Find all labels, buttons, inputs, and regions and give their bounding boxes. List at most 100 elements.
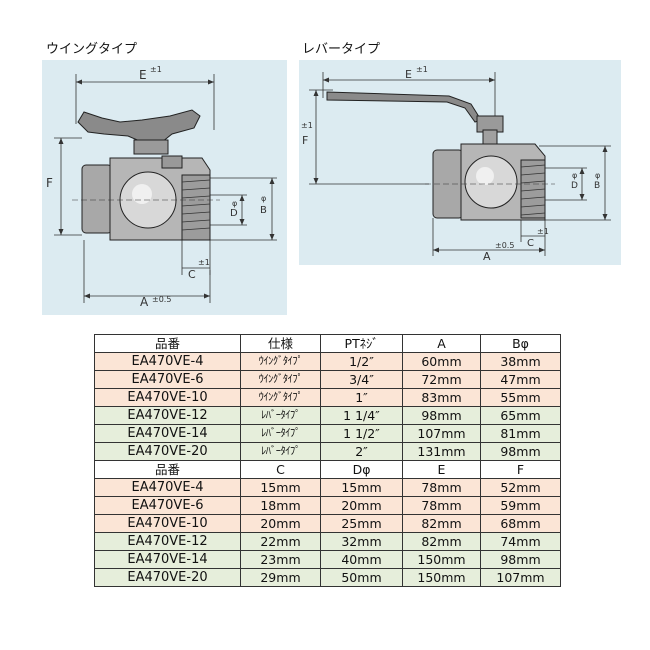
model-number-cell: EA470VE-6 <box>94 496 241 515</box>
lever-dim-c-label: C <box>527 238 534 249</box>
wing-dim-b-label: B <box>260 205 267 216</box>
table1-cell: ﾚﾊﾞｰﾀｲﾌﾟ <box>240 424 321 443</box>
lever-dim-d-phi: φ <box>572 171 577 180</box>
table1-cell: 81mm <box>480 424 561 443</box>
table2-cell: 107mm <box>480 568 561 587</box>
table1-cell: 107mm <box>402 424 481 443</box>
model-number-cell: EA470VE-20 <box>94 568 241 587</box>
lever-dim-a-label: A <box>483 250 491 263</box>
lever-dim-b-phi: φ <box>595 171 600 180</box>
table2-cell: 32mm <box>320 532 403 551</box>
wing-dim-a-label: A <box>140 295 149 309</box>
table1-cell: 1 1/4″ <box>320 406 403 425</box>
table1-cell: 131mm <box>402 442 481 461</box>
model-number-cell: EA470VE-14 <box>94 550 241 569</box>
wing-dim-c-label: C <box>188 268 196 281</box>
table2-cell: 15mm <box>240 478 321 497</box>
lever-type-caption: レバータイプ <box>302 42 381 57</box>
table2-cell: 20mm <box>240 514 321 533</box>
model-number-cell: EA470VE-10 <box>94 514 241 533</box>
lever-dim-e-tolerance: ±1 <box>416 65 428 74</box>
wing-type-drawing: E ±1 F A ±0.5 C ±1 D φ B φ <box>46 65 277 309</box>
model-number-cell: EA470VE-4 <box>94 352 241 371</box>
wing-dim-c-tolerance: ±1 <box>198 258 210 267</box>
table1-cell: ｳｲﾝｸﾞﾀｲﾌﾟ <box>240 370 321 389</box>
lever-dim-d-label: D <box>571 181 578 191</box>
table1-cell: 65mm <box>480 406 561 425</box>
table2-header-cell: F <box>480 460 561 479</box>
wing-dim-a-tolerance: ±0.5 <box>152 295 171 304</box>
table1-header-cell: A <box>402 334 481 353</box>
table1-cell: 72mm <box>402 370 481 389</box>
lever-dim-b-label: B <box>594 181 600 191</box>
table2-header-cell: C <box>240 460 321 479</box>
lever-type-diagram: E ±1 F ±1 A ±0.5 C ±1 D φ B φ <box>299 60 621 265</box>
table2-cell: 98mm <box>480 550 561 569</box>
lever-dim-c-tolerance: ±1 <box>537 227 549 236</box>
table2-header-cell: 品番 <box>94 460 241 479</box>
table1-cell: 1″ <box>320 388 403 407</box>
table2-cell: 78mm <box>402 478 481 497</box>
lever-dim-f-label: F <box>302 134 308 147</box>
table1-cell: 83mm <box>402 388 481 407</box>
table2-cell: 50mm <box>320 568 403 587</box>
table2-cell: 68mm <box>480 514 561 533</box>
table2-cell: 40mm <box>320 550 403 569</box>
wing-dim-d-phi: φ <box>232 199 237 208</box>
table1-cell: 55mm <box>480 388 561 407</box>
table1-header-cell: Bφ <box>480 334 561 353</box>
table1-cell: 47mm <box>480 370 561 389</box>
table2-header-row: 品番 C Dφ E F <box>94 460 561 479</box>
table2-header-cell: E <box>402 460 481 479</box>
model-number-cell: EA470VE-10 <box>94 388 241 407</box>
table1-cell: 1 1/2″ <box>320 424 403 443</box>
table1-header-cell: 仕様 <box>240 334 321 353</box>
model-number-cell: EA470VE-4 <box>94 478 241 497</box>
table1-cell: ｳｲﾝｸﾞﾀｲﾌﾟ <box>240 352 321 371</box>
model-number-cell: EA470VE-12 <box>94 406 241 425</box>
table1-cell: ﾚﾊﾞｰﾀｲﾌﾟ <box>240 442 321 461</box>
table1-cell: ｳｲﾝｸﾞﾀｲﾌﾟ <box>240 388 321 407</box>
table2-cell: 150mm <box>402 568 481 587</box>
wing-dim-f-label: F <box>46 176 53 190</box>
table1-cell: 60mm <box>402 352 481 371</box>
wing-type-caption: ウイングタイプ <box>46 42 138 57</box>
table2-cell: 59mm <box>480 496 561 515</box>
table2-cell: 20mm <box>320 496 403 515</box>
lever-dim-a-tolerance: ±0.5 <box>495 241 514 250</box>
table2-cell: 78mm <box>402 496 481 515</box>
table1-cell: 3/4″ <box>320 370 403 389</box>
table1-cell: 1/2″ <box>320 352 403 371</box>
table2-cell: 18mm <box>240 496 321 515</box>
table1-cell: ﾚﾊﾞｰﾀｲﾌﾟ <box>240 406 321 425</box>
model-number-cell: EA470VE-6 <box>94 370 241 389</box>
model-number-cell: EA470VE-14 <box>94 424 241 443</box>
model-number-cell: EA470VE-12 <box>94 532 241 551</box>
lever-dim-f-tolerance: ±1 <box>301 121 313 130</box>
table1-header-cell: PTﾈｼﾞ <box>320 334 403 353</box>
table2-cell: 52mm <box>480 478 561 497</box>
lever-dim-e-label: E <box>405 68 412 81</box>
lever-type-drawing: E ±1 F ±1 A ±0.5 C ±1 D φ B φ <box>301 65 611 263</box>
table2-cell: 82mm <box>402 514 481 533</box>
table2-cell: 150mm <box>402 550 481 569</box>
table1-header-cell: 品番 <box>94 334 241 353</box>
table1-header-row: 品番 仕様 PTﾈｼﾞ A Bφ <box>94 334 561 353</box>
table2-cell: 22mm <box>240 532 321 551</box>
wing-dim-e-label: E <box>139 68 147 82</box>
wing-dim-d-label: D <box>230 208 238 219</box>
table1-cell: 2″ <box>320 442 403 461</box>
table2-header-cell: Dφ <box>320 460 403 479</box>
